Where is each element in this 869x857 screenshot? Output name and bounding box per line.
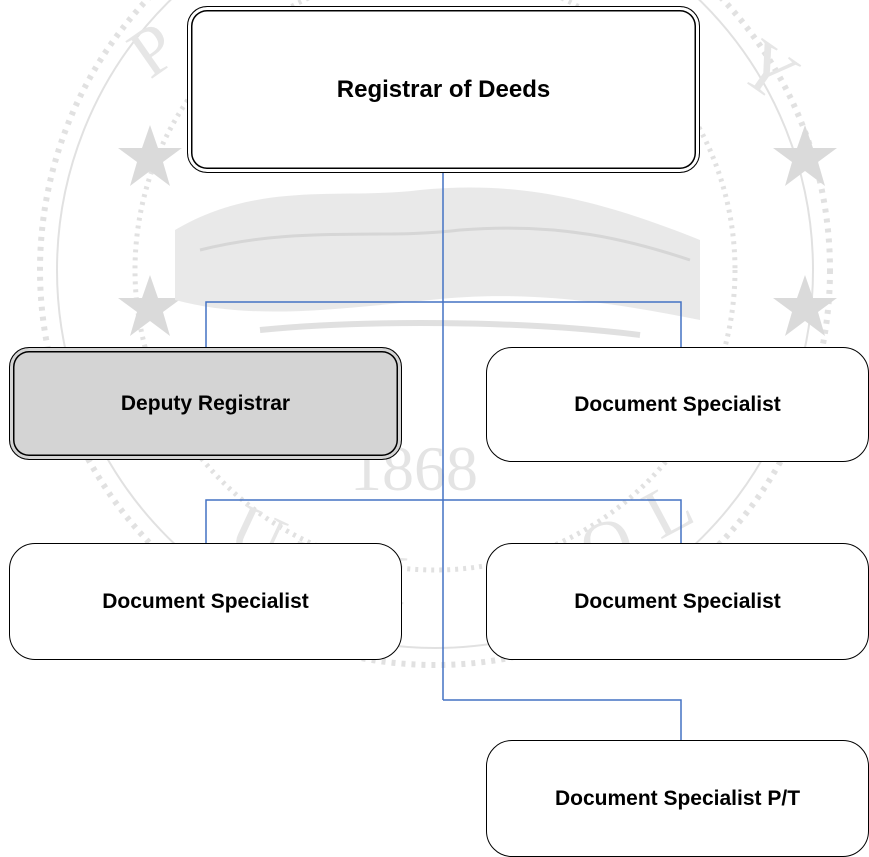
- node-title: Registrar of Deeds: [336, 75, 551, 103]
- node-title: Document Specialist: [574, 392, 781, 416]
- branch-connector-row2: [205, 499, 682, 545]
- svg-text:L: L: [631, 466, 705, 554]
- node-title: Deputy Registrar: [120, 391, 291, 415]
- branch-connector-row1: [205, 301, 682, 349]
- registrar-of-deeds-node: Registrar of Deeds: [187, 6, 700, 173]
- branch-connector-pt: [443, 699, 682, 742]
- deputy-registrar-node: Deputy Registrar: [9, 347, 402, 460]
- node-title: Document Specialist: [102, 589, 309, 613]
- document-specialist-pt-node: Document Specialist P/T: [486, 740, 869, 857]
- svg-text:Y: Y: [726, 25, 812, 117]
- node-title: Document Specialist: [574, 589, 781, 613]
- document-specialist-node: Document Specialist: [9, 543, 402, 660]
- document-specialist-node: Document Specialist: [486, 347, 869, 462]
- svg-text:P: P: [115, 8, 191, 93]
- document-specialist-node: Document Specialist: [486, 543, 869, 660]
- node-title: Document Specialist P/T: [554, 786, 801, 810]
